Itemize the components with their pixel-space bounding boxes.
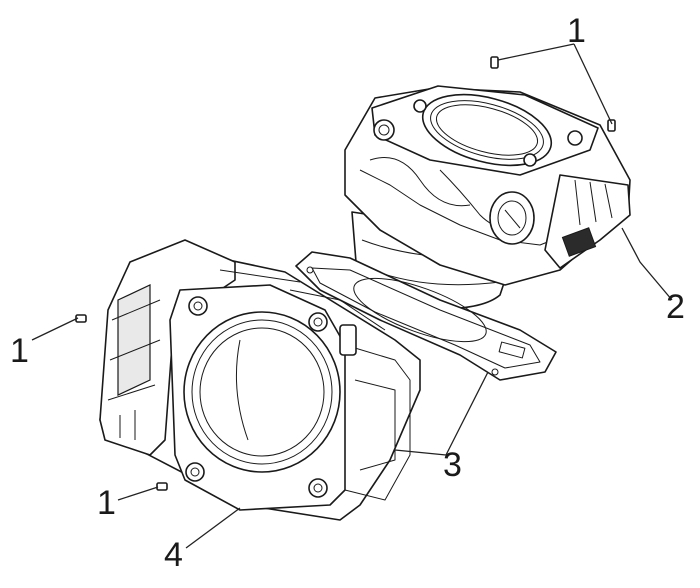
cylinder-head-part xyxy=(344,56,631,310)
cylinder-block-part xyxy=(75,239,421,521)
leader-1-left xyxy=(31,317,79,341)
leader-4 xyxy=(185,507,241,549)
head-gasket-part xyxy=(295,251,557,381)
leader-3 xyxy=(394,371,489,456)
callout-3: 3 xyxy=(443,446,462,484)
callout-1-bottom: 1 xyxy=(97,484,116,522)
callout-labels: 1 2 1 3 1 4 xyxy=(10,12,685,574)
callout-4: 4 xyxy=(164,536,183,574)
leader-1-top xyxy=(497,43,613,125)
leader-2 xyxy=(621,227,673,301)
leader-1-bottom xyxy=(117,486,159,501)
callout-1-left: 1 xyxy=(10,332,29,370)
callout-2: 2 xyxy=(666,288,685,326)
leader-lines xyxy=(31,43,673,549)
callout-1-top: 1 xyxy=(567,12,586,50)
